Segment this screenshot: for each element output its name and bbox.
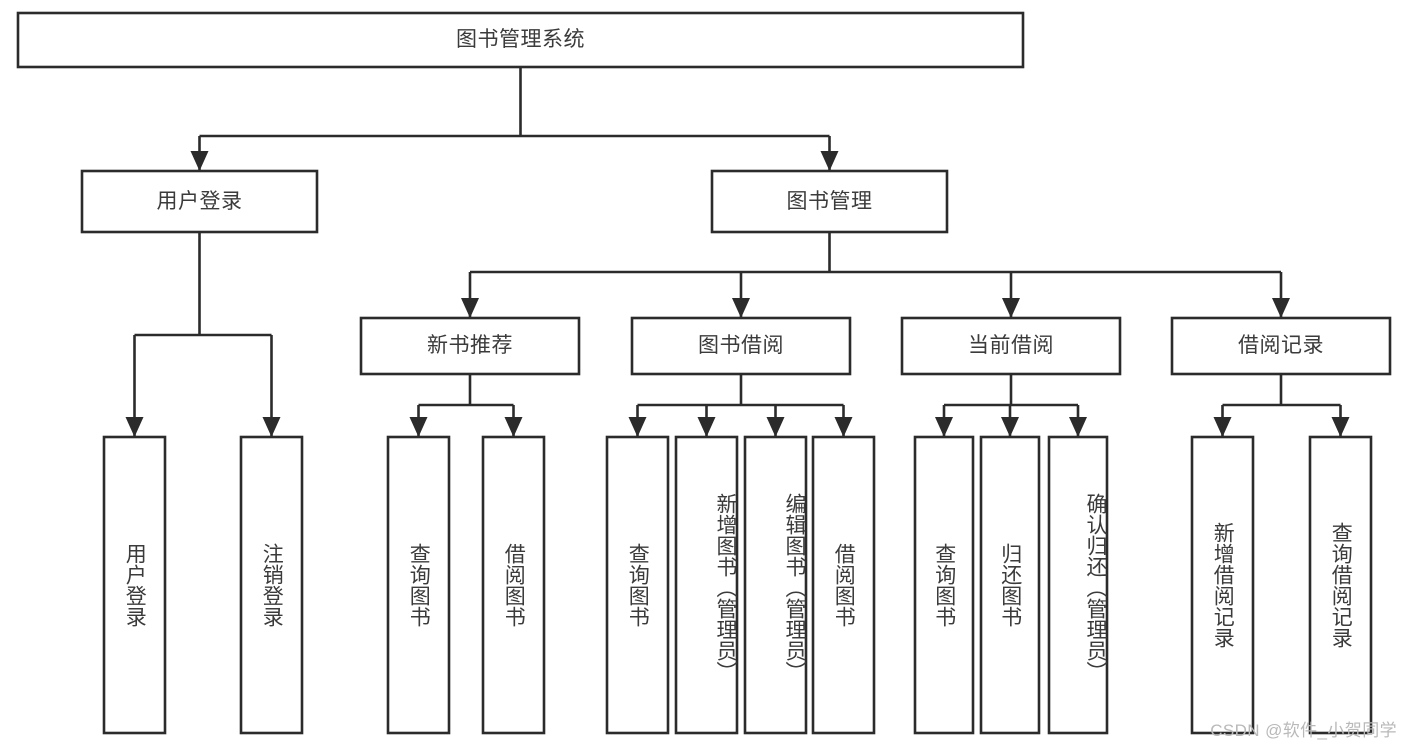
node-book-management-hit[interactable] [712, 171, 947, 232]
connector-arrowhead [461, 298, 479, 318]
connector-arrowhead [1002, 298, 1020, 318]
node-box-n_records [1170, 316, 1392, 376]
leaf-query-book-c-hit[interactable] [915, 437, 973, 733]
connector-arrowhead [125, 417, 144, 437]
connector-arrowhead [1331, 417, 1350, 437]
node-box-l_add_record [1190, 435, 1255, 735]
node-box-l_query_record [1308, 435, 1373, 735]
connector-arrowhead [1001, 417, 1019, 437]
node-box-l_borrow_book_b [811, 435, 876, 735]
node-box-l_edit_book [743, 435, 808, 735]
connector-arrowhead [766, 417, 785, 437]
node-root-hit[interactable] [18, 13, 1023, 67]
connector-arrowhead [504, 417, 523, 437]
leaf-edit-book-admin-hit[interactable] [745, 437, 806, 733]
node-book-borrow-hit[interactable] [632, 318, 850, 374]
connector-layer [125, 67, 1350, 437]
node-new-book-recommend-hit[interactable] [361, 318, 579, 374]
leaf-user-login-hit[interactable] [104, 437, 165, 733]
leaf-query-borrow-record-hit[interactable] [1310, 437, 1371, 733]
leaf-query-book-b-hit[interactable] [607, 437, 668, 733]
node-box-l_borrow_book_a [481, 435, 546, 735]
node-box-n_current [900, 316, 1122, 376]
connector-arrowhead [1213, 417, 1232, 437]
connector-arrowhead [697, 417, 716, 437]
leaf-confirm-return-admin-hit[interactable] [1049, 437, 1107, 733]
node-box-n_borrow [630, 316, 852, 376]
node-box-root [16, 11, 1025, 69]
node-box-l_user_logout [239, 435, 304, 735]
connector-arrowhead [1272, 298, 1290, 318]
node-box-l_user_login [102, 435, 167, 735]
box-layer [16, 11, 1392, 735]
connector-arrowhead [409, 417, 428, 437]
connector-arrowhead [834, 417, 853, 437]
csdn-watermark: CSDN @软件_小贺同学 [1210, 721, 1397, 740]
leaf-add-borrow-record-hit[interactable] [1192, 437, 1253, 733]
leaf-borrow-book-b-hit[interactable] [813, 437, 874, 733]
node-borrow-records-hit[interactable] [1172, 318, 1390, 374]
node-current-borrow-hit[interactable] [902, 318, 1120, 374]
leaf-borrow-book-a-hit[interactable] [483, 437, 544, 733]
connector-arrowhead [628, 417, 647, 437]
node-box-l_add_book [674, 435, 739, 735]
connector-arrowhead [190, 151, 209, 171]
leaf-add-book-admin-hit[interactable] [676, 437, 737, 733]
node-box-n_user_login [80, 169, 319, 234]
node-box-n_new_rec [359, 316, 581, 376]
connector-arrowhead [935, 417, 953, 437]
node-user-login-hit[interactable] [82, 171, 317, 232]
node-box-l_confirm_return [1047, 435, 1109, 735]
node-box-n_book_mgmt [710, 169, 949, 234]
node-box-l_query_book_a [386, 435, 451, 735]
connector-arrowhead [820, 151, 839, 171]
connector-arrowhead [262, 417, 281, 437]
leaf-user-logout-hit[interactable] [241, 437, 302, 733]
leaf-query-book-a-hit[interactable] [388, 437, 449, 733]
connector-arrowhead [732, 298, 750, 318]
node-box-l_query_book_b [605, 435, 670, 735]
node-box-l_query_book_c [913, 435, 975, 735]
node-box-l_return_book [979, 435, 1041, 735]
leaf-return-book-hit[interactable] [981, 437, 1039, 733]
connector-arrowhead [1069, 417, 1087, 437]
